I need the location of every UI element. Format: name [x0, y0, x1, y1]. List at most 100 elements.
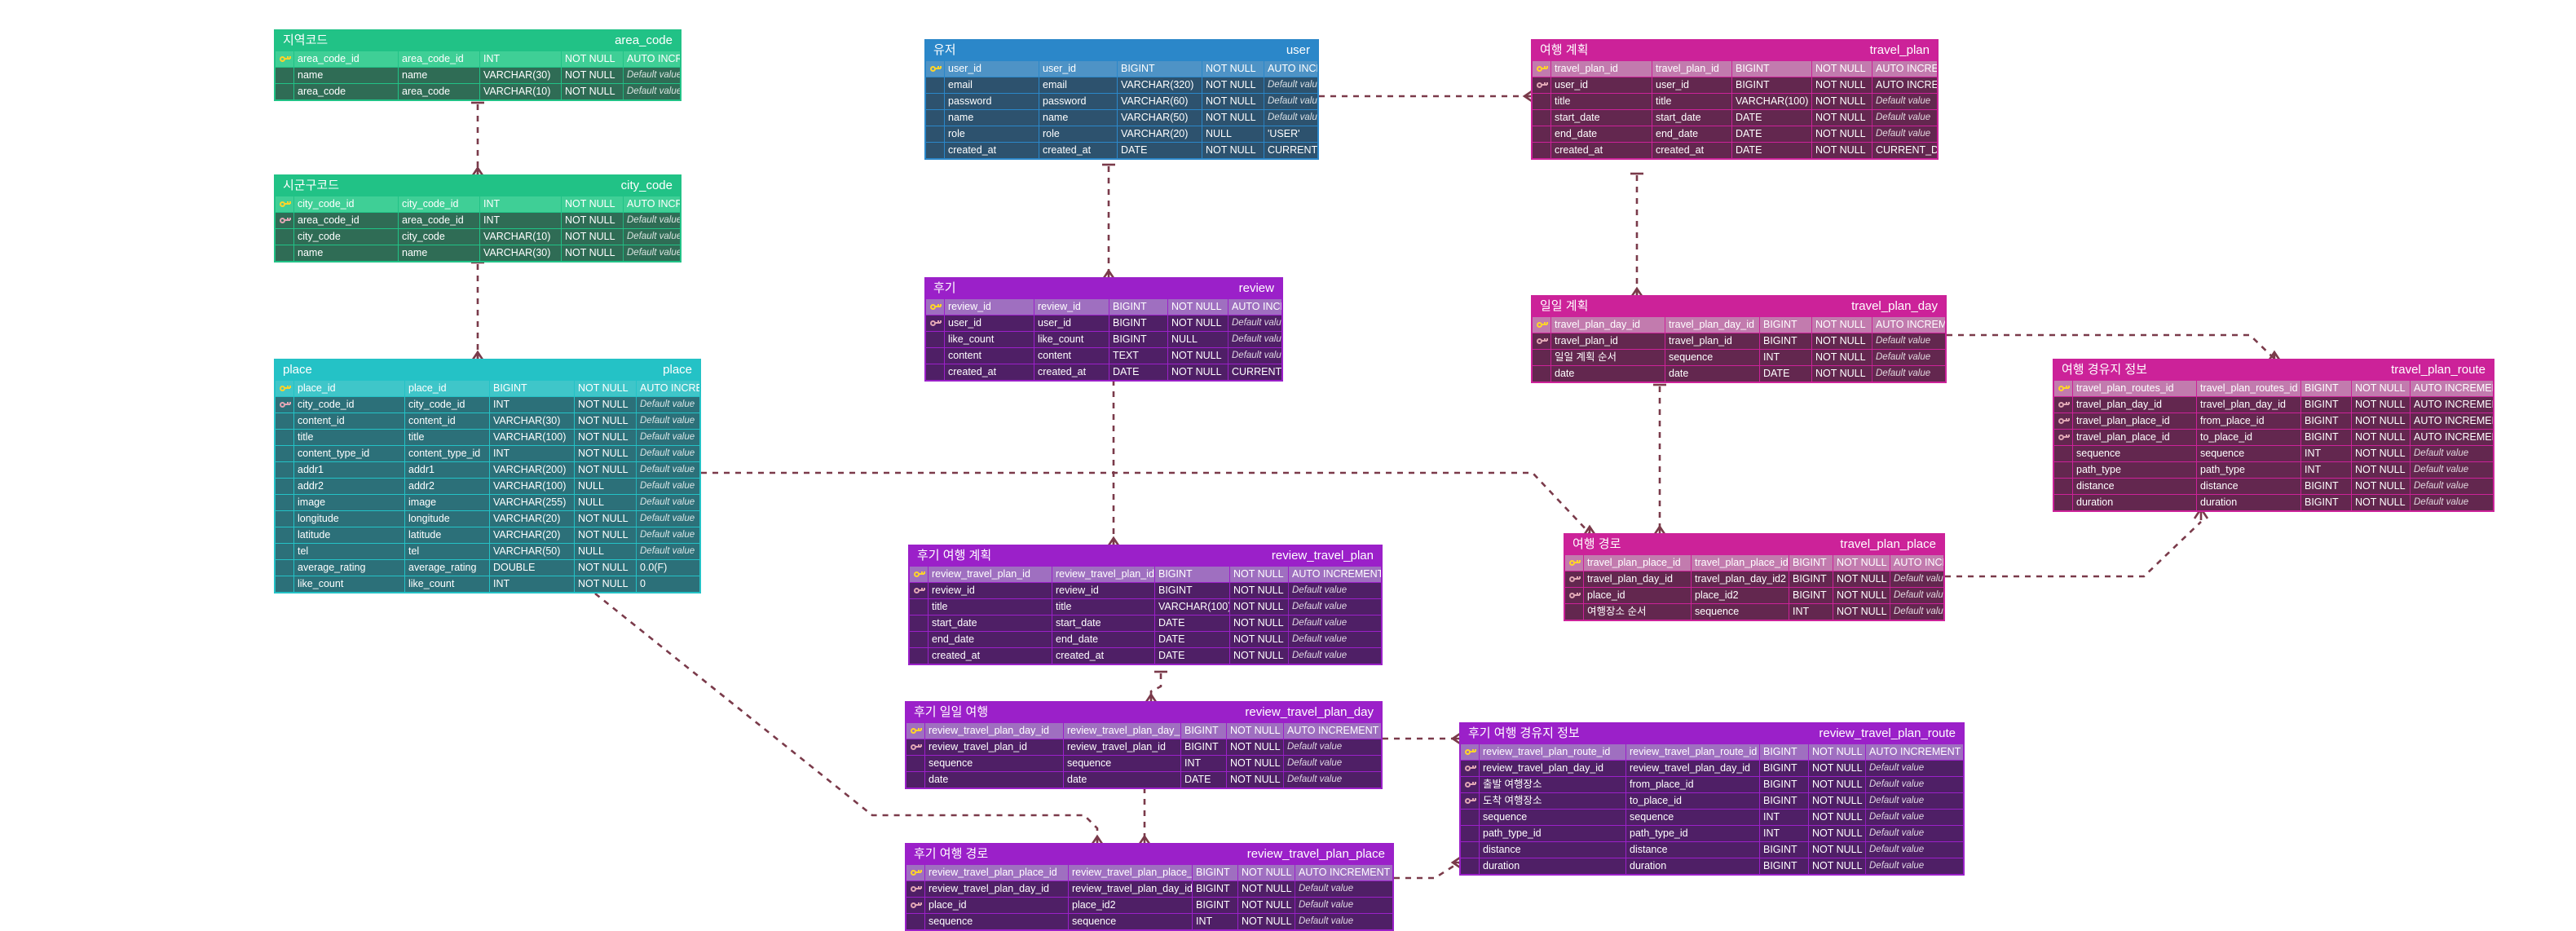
table-title-en: review_travel_plan_day: [1245, 705, 1374, 719]
foreign-key-icon: [1464, 797, 1476, 805]
column-default: Default value: [623, 229, 680, 245]
column-physical-name: user_id: [1039, 61, 1117, 77]
column-physical-name: image: [404, 495, 489, 510]
column-default: Default value: [1872, 110, 1937, 126]
column-logical-name: average_rating: [293, 560, 404, 576]
column-logical-name: date: [924, 772, 1063, 788]
foreign-key-icon: [2058, 434, 2070, 441]
column-datatype: BIGINT: [1109, 299, 1167, 315]
foreign-key-icon-cell: [2054, 430, 2072, 445]
column-logical-name: path_type: [2072, 462, 2196, 478]
